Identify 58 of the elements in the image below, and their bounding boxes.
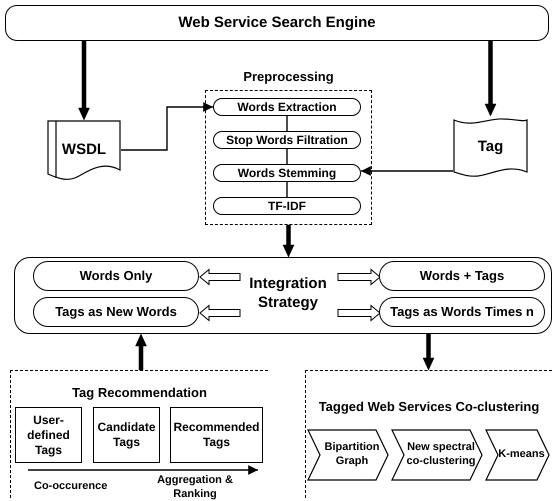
process-pill [213,98,361,116]
hollow-arrow [338,304,381,322]
hollow-arrow [338,268,381,286]
hollow-arrow [199,268,240,286]
rounded-panel [14,257,552,334]
process-pill [213,197,361,215]
group-heading: Tagged Web Services Co-clustering [318,399,540,416]
arrow [78,40,90,120]
arrow [484,40,496,116]
chevron-step [485,429,550,481]
node-label: K-means [498,448,545,462]
dashed-group [10,370,268,498]
connector-line [286,116,288,131]
document-shape [453,116,528,178]
document-shape [47,120,121,180]
connector-line [286,182,288,197]
process-pill [379,297,545,327]
arrow [121,102,213,151]
rounded-box [5,5,549,41]
node-label: Tag [478,138,504,156]
node-label: Candidate Tags [96,420,156,450]
node-label: WSDL [62,140,106,160]
connector-line [286,149,288,164]
node-label: Tags as Words Times n [390,304,534,320]
process-pill [33,261,199,291]
node-label: Bipartition Graph [324,441,380,469]
node-label: TF-IDF [268,198,306,214]
node-label: Recommended Tags [173,420,260,450]
chevron-step [307,429,389,481]
chevron-step [391,429,483,481]
arrow [422,334,434,370]
node-label: Stop Words Filtration [226,132,348,148]
process-pill [33,297,199,327]
node-label: User-defined Tags [26,412,71,458]
hollow-arrow [199,304,240,322]
arrow [282,224,294,258]
arrow [28,465,258,475]
node-label: Words Stemming [238,166,336,180]
step-label: Co-occurence [34,480,108,494]
process-box [93,407,160,463]
node-label: Words + Tags [420,268,504,284]
node-label: Web Service Search Engine [178,14,376,32]
arrow [361,166,453,176]
process-pill [213,131,361,149]
node-label: Integration Strategy [248,275,328,313]
group-heading: Preprocessing [242,69,335,86]
process-pill [213,164,361,182]
node-label: Tags as New Words [55,304,177,320]
process-box [15,407,82,463]
dashed-group [305,370,552,498]
node-label: Words Extraction [237,100,337,114]
group-heading: Tag Recommendation [71,385,208,402]
arrow [135,334,147,370]
process-box [170,407,263,463]
node-label: Words Only [80,268,152,284]
node-label: New spectral co-clustering [405,441,477,469]
step-label: Aggregation & Ranking [156,474,234,501]
process-pill [379,261,545,291]
